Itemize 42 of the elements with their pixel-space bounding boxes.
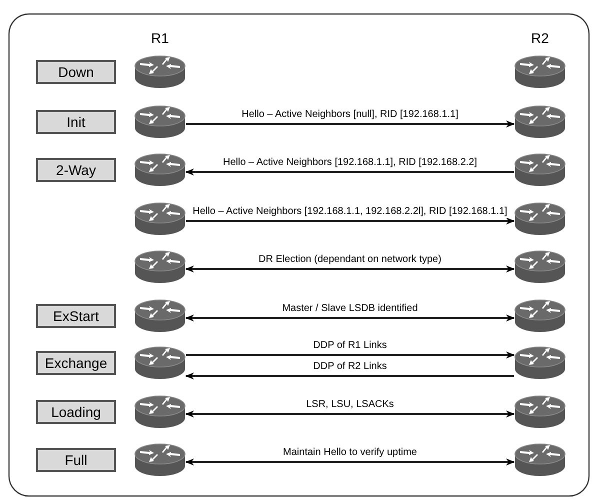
router-icon: [134, 201, 186, 237]
router-icon: [134, 249, 186, 285]
edge-label: Hello – Active Neighbors [null], RID [192.168.1.1]: [240, 109, 460, 121]
edge-label: Hello – Active Neighbors [192.168.1.1, 192.168.2.2l], RID [192.168.1.1]: [190, 206, 510, 218]
router-icon: [514, 104, 566, 140]
edge-label: Hello – Active Neighbors [192.168.1.1], RID [192.168.2.2]: [220, 157, 480, 169]
state-label: ExStart: [36, 304, 116, 328]
state-label: 2-Way: [36, 158, 116, 182]
router-icon: [134, 345, 186, 381]
state-label: Full: [36, 448, 116, 472]
router-icon: [514, 249, 566, 285]
router-icon: [134, 152, 186, 188]
router-icon: [514, 54, 566, 90]
arrow: [185, 314, 515, 322]
arrow: [185, 265, 515, 273]
state-label: Init: [36, 110, 116, 134]
router-icon: [514, 152, 566, 188]
router-name: R2: [531, 30, 549, 46]
arrow: [186, 351, 515, 359]
router-icon: [514, 345, 566, 381]
arrow: [186, 120, 515, 128]
router-name: R1: [151, 30, 169, 46]
arrow: [185, 372, 514, 380]
arrow: [185, 168, 514, 176]
arrow: [185, 410, 515, 418]
edge-label: LSR, LSU, LSACKs: [304, 399, 396, 411]
edge-label: Maintain Hello to verify uptime: [281, 447, 419, 459]
arrow: [185, 458, 515, 466]
arrow: [186, 217, 515, 225]
router-icon: [134, 442, 186, 478]
state-label: Loading: [36, 400, 116, 424]
router-icon: [514, 394, 566, 430]
edge-label: DR Election (dependant on network type): [256, 254, 444, 266]
state-label: Down: [36, 60, 116, 84]
router-icon: [134, 298, 186, 334]
router-icon: [134, 104, 186, 140]
router-icon: [514, 201, 566, 237]
router-icon: [134, 394, 186, 430]
router-icon: [514, 442, 566, 478]
state-label: Exchange: [36, 351, 116, 375]
router-icon: [134, 54, 186, 90]
router-icon: [514, 298, 566, 334]
